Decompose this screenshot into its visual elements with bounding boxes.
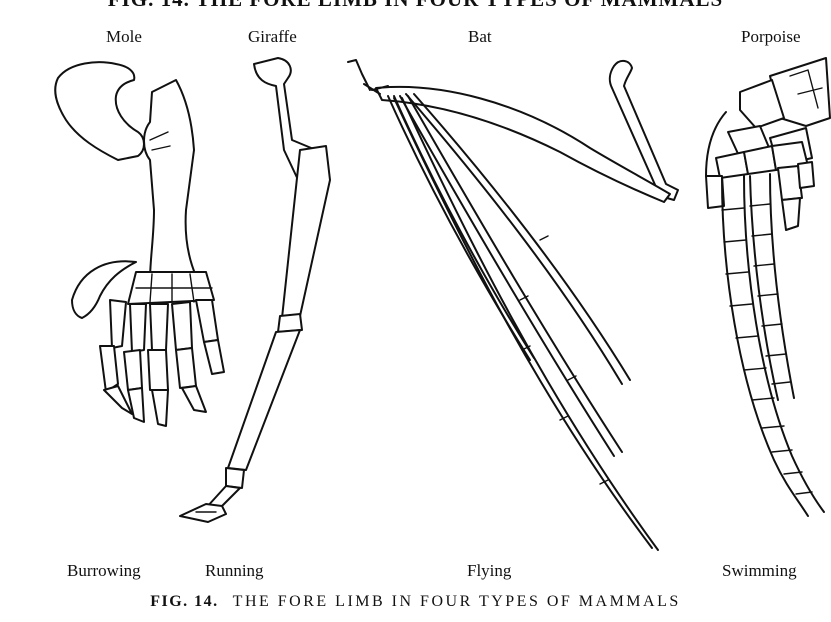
figure-caption: FIG. 14. THE FORE LIMB IN FOUR TYPES OF M… [0, 593, 831, 611]
label-burrowing: Burrowing [67, 561, 141, 581]
label-running: Running [205, 561, 264, 581]
caption-fig-number: FIG. 14. [150, 593, 218, 610]
mole-limb [55, 62, 224, 426]
porpoise-limb [706, 58, 830, 516]
caption-text: THE FORE LIMB IN FOUR TYPES OF MAMMALS [233, 593, 681, 610]
label-swimming: Swimming [722, 561, 797, 581]
porpoise-digit-2 [722, 176, 824, 516]
bat-limb [348, 60, 678, 550]
porpoise-digit-4 [778, 162, 814, 230]
label-flying: Flying [467, 561, 511, 581]
